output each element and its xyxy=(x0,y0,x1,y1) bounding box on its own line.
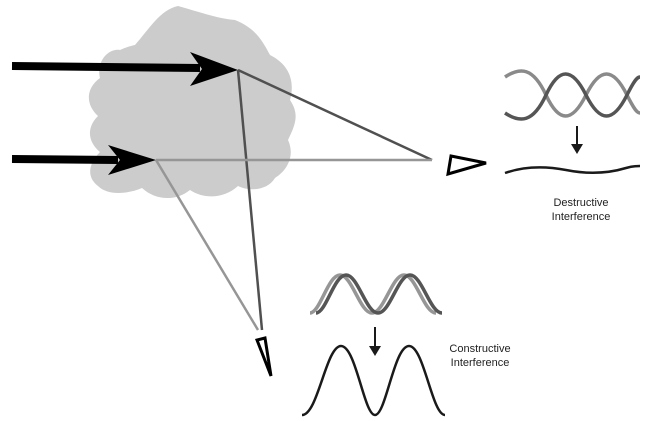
destructive-label-line1: Destructive xyxy=(553,197,609,209)
constructive-interference-label: Constructive Interference xyxy=(428,342,532,370)
constructive-arrow xyxy=(369,327,381,356)
sample-blob xyxy=(88,6,296,199)
constructive-label-line2: Interference xyxy=(450,357,510,369)
destructive-resultant-wave xyxy=(504,164,641,175)
light-ray-to-bottom-detector xyxy=(154,159,260,331)
destructive-label-line2: Interference xyxy=(551,211,611,223)
dark-ray-to-right-detector xyxy=(237,68,433,162)
incident-arrow-lower xyxy=(11,145,156,175)
detector-bottom-icon xyxy=(254,336,273,377)
detector-right-icon xyxy=(446,154,487,177)
constructive-label-line1: Constructive xyxy=(449,343,511,355)
constructive-resultant-wave xyxy=(301,344,446,417)
dark-ray-to-bottom-detector xyxy=(236,69,264,331)
destructive-input-waves xyxy=(504,69,641,121)
destructive-interference-label: Destructive Interference xyxy=(529,196,633,224)
destructive-arrow xyxy=(571,126,583,154)
constructive-input-waves xyxy=(309,273,443,315)
incident-arrow-upper xyxy=(11,52,238,86)
